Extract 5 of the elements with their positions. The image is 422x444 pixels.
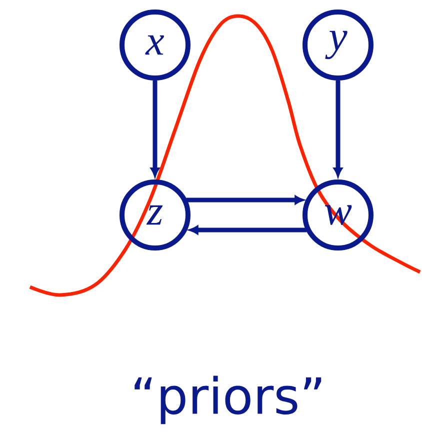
arrow [189,226,307,234]
arrow [186,196,304,204]
arrow [334,80,342,177]
arrow [150,80,160,177]
caption: “priors” [134,376,322,424]
